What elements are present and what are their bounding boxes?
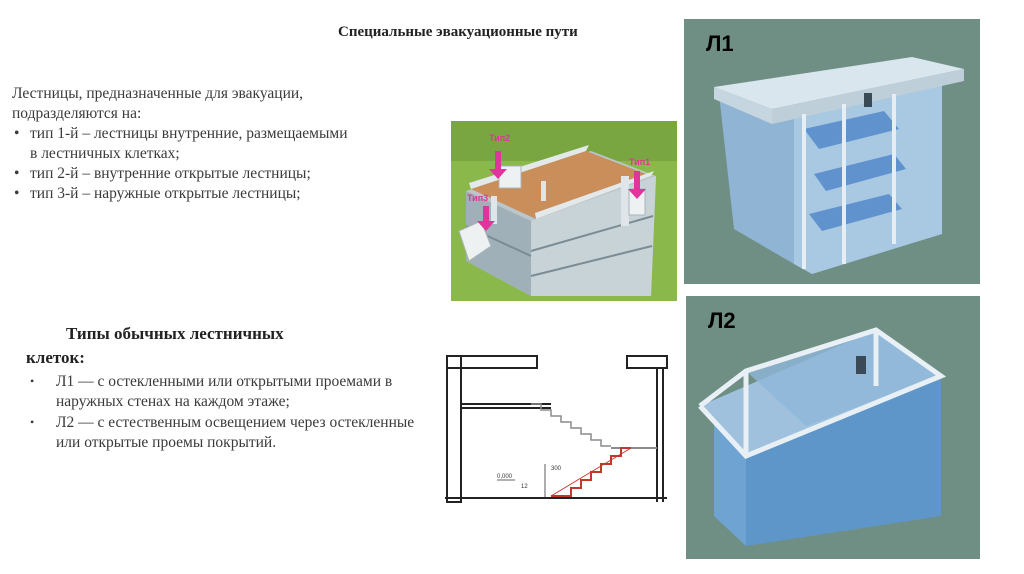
badge-l2: Л2 bbox=[708, 308, 736, 333]
intro-line-2: подразделяются на: bbox=[12, 105, 142, 122]
stair-type-list: • тип 1-й – лестницы внутренние, размеща… bbox=[12, 124, 432, 204]
label-tip2: Тип2 bbox=[489, 133, 510, 143]
building-illustration: Тип2 Тип1 Тип3 bbox=[451, 121, 677, 301]
list-item: • Л1 — с остекленными или открытыми прое… bbox=[30, 373, 393, 410]
label-tip3: Тип3 bbox=[467, 193, 488, 203]
bullet: • bbox=[30, 415, 35, 429]
badge-l1: Л1 bbox=[706, 31, 734, 56]
bullet: • bbox=[30, 374, 35, 388]
stairwell-types-heading: Типы обычных лестничных клеток: bbox=[26, 324, 284, 367]
intro-text: Лестницы, предназначенные для эвакуации,… bbox=[12, 84, 432, 204]
slide-title: Специальные эвакуационные пути bbox=[338, 24, 578, 40]
stair-section-drawing: 0,000 300 12 bbox=[441, 352, 671, 510]
intro-line-1: Лестницы, предназначенные для эвакуации, bbox=[12, 85, 304, 102]
l2-stairwell-render: Л2 bbox=[686, 296, 980, 559]
bullet: • bbox=[14, 165, 20, 182]
dimension-12: 12 bbox=[521, 484, 528, 490]
list-item: • тип 3-й – наружные открытые лестницы; bbox=[14, 185, 301, 202]
l1-stairwell-render: Л1 bbox=[684, 19, 980, 284]
label-tip1: Тип1 bbox=[629, 157, 650, 167]
list-item: • Л2 — с естественным освещением через о… bbox=[30, 414, 415, 451]
bullet: • bbox=[14, 125, 20, 142]
dimension-300: 300 bbox=[551, 466, 562, 472]
bullet: • bbox=[14, 185, 20, 202]
list-item: • тип 1-й – лестницы внутренние, размеща… bbox=[14, 125, 348, 162]
stairwell-types-list: • Л1 — с остекленными или открытыми прое… bbox=[30, 372, 430, 454]
level-mark: 0,000 bbox=[497, 474, 513, 480]
list-item: • тип 2-й – внутренние открытые лестницы… bbox=[14, 165, 311, 182]
